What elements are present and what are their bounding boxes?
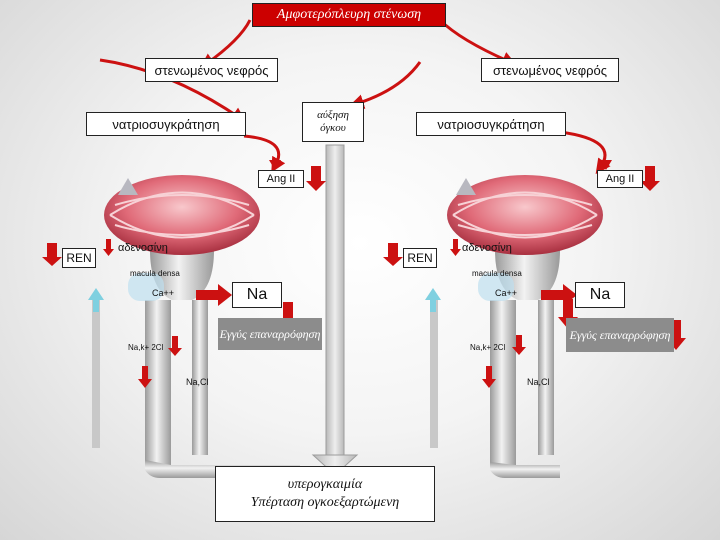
left-na-label: Na [246, 286, 268, 303]
left-nakcl-label: Na,k+ 2Cl [128, 343, 164, 352]
left-glomerulus [104, 175, 260, 255]
right-adenosine-label: αδενοσίνη [462, 242, 512, 254]
left-kidney-box: στενωμένος νεφρός [145, 58, 278, 82]
left-nephron [92, 175, 300, 478]
right-afferent-icon [456, 178, 476, 195]
right-nakcl-label: Na,k+ 2Cl [470, 343, 506, 352]
hypertension-label: Υπέρταση ογκοεξαρτώμενη [250, 495, 400, 510]
right-tubule-desc [490, 300, 516, 470]
left-ren-box: REN [62, 248, 96, 268]
feedback-arrows [99, 18, 611, 175]
left-reabsorption-box: Εγγύς επαναρρόφηση [218, 318, 322, 350]
left-reabsorption-label: Εγγύς επαναρρόφηση [219, 326, 321, 341]
title-box: Αμφοτερόπλευρη στένωση [252, 3, 446, 27]
right-natriuresis-label: νατριοσυγκράτηση [437, 116, 545, 132]
right-natrium-arrow [559, 130, 611, 175]
volume-label: αύξηση όγκου [317, 109, 349, 134]
left-ca-label: Ca++ [152, 288, 175, 298]
right-na-box: Na [575, 282, 625, 308]
left-na-box: Na [232, 282, 282, 308]
right-tubule-asc [538, 300, 554, 455]
left-nacl-label: Na,Cl [186, 377, 209, 387]
bottom-result-box: υπερογκαιμία Υπέρταση ογκοεξαρτώμενη [215, 466, 435, 522]
right-reabsorption-label: Εγγύς επαναρρόφηση [569, 327, 671, 342]
na-arrows [196, 284, 577, 306]
left-afferent-icon [118, 178, 138, 195]
right-kidney-arrow [348, 61, 422, 109]
hypervolemia-label: υπερογκαιμία [287, 477, 363, 492]
left-adenosine-label: αδενοσίνη [118, 242, 168, 254]
right-macula-label: macula densa [472, 269, 522, 278]
right-na-label: Na [589, 286, 611, 303]
volume-box: αύξηση όγκου [302, 102, 364, 142]
right-ang-box: Ang II [597, 170, 643, 188]
cyan-arrows [88, 288, 441, 312]
left-ang-box: Ang II [258, 170, 304, 188]
right-ren-box: REN [403, 248, 437, 268]
left-ang-label: Ang II [266, 173, 296, 185]
page-title: Αμφοτερόπλευρη στένωση [276, 7, 422, 22]
central-volume-arrow [311, 144, 359, 476]
right-nephron [430, 175, 603, 478]
right-glomerulus [447, 175, 603, 255]
right-ren-label: REN [407, 251, 433, 265]
right-reabsorption-box: Εγγύς επαναρρόφηση [566, 318, 674, 352]
right-kidney-label: στενωμένος νεφρός [492, 62, 608, 78]
right-ang-label: Ang II [605, 173, 635, 185]
title-right-arrow [438, 18, 517, 66]
left-ren-label: REN [66, 251, 92, 265]
right-kidney-box: στενωμένος νεφρός [481, 58, 619, 82]
right-nacl-label: Na,Cl [527, 377, 550, 387]
left-macula-label: macula densa [130, 269, 180, 278]
left-natriuresis-box: νατριοσυγκράτηση [86, 112, 246, 136]
left-natriuresis-label: νατριοσυγκράτηση [112, 116, 220, 132]
left-tubule-desc [145, 300, 171, 465]
right-natriuresis-box: νατριοσυγκράτηση [416, 112, 566, 136]
left-tubule-asc [192, 300, 208, 455]
left-kidney-label: στενωμένος νεφρός [154, 62, 269, 78]
right-ca-label: Ca++ [495, 288, 518, 298]
